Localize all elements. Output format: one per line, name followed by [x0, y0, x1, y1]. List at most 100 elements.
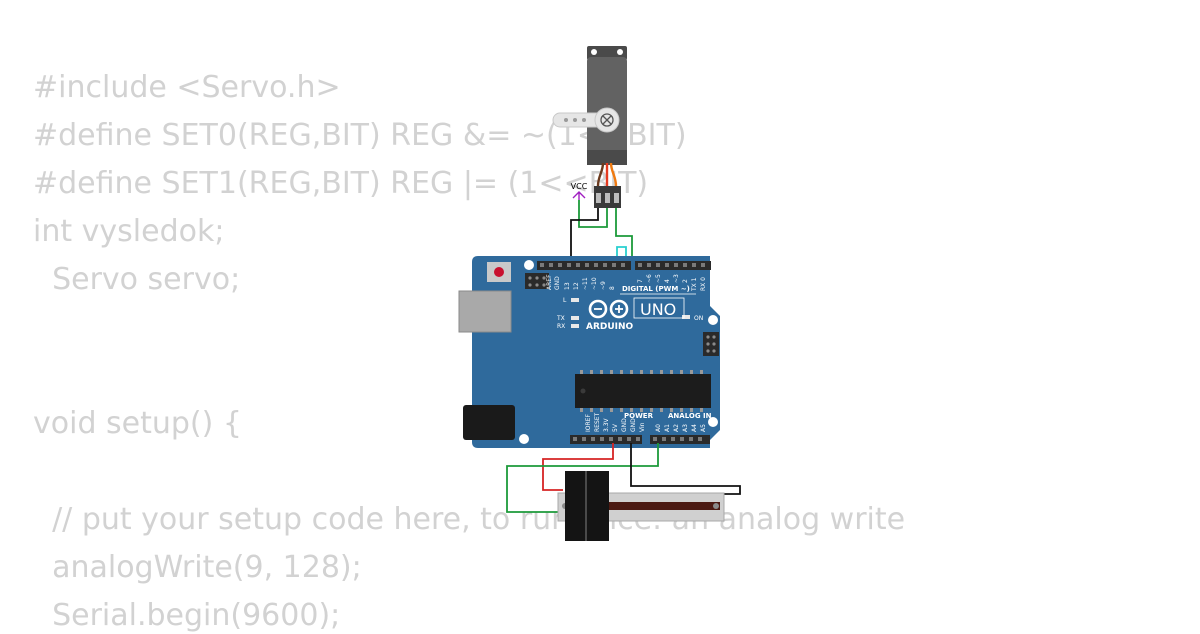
atmega-chip — [575, 374, 711, 408]
pin-label: A2 — [673, 424, 680, 432]
led-on — [682, 315, 690, 319]
servo-screw-icon — [600, 113, 614, 127]
code-line: analogWrite(9, 128); — [33, 550, 362, 585]
analog-pin-labels: A0 A1 A2 A3 A4 A5 — [655, 424, 707, 432]
led-rx — [571, 324, 579, 328]
digital-header — [537, 261, 711, 270]
pin-label: A3 — [682, 424, 689, 432]
servo-wire-brown — [596, 162, 605, 187]
chip-pins — [580, 370, 703, 412]
code-line: Serial.begin(9600); — [33, 598, 341, 633]
arduino-uno-board[interactable]: AREF GND 13 12 ~11 ~10 ~9 8 7 ~6 ~5 4 ~3… — [458, 256, 720, 448]
servo-motor[interactable] — [552, 46, 627, 208]
pin-label: 5V — [612, 423, 619, 432]
wire-a0-pot — [506, 443, 659, 513]
power-pin-labels: IOREF RESET 3.3V 5V GND GND Vin — [585, 412, 646, 432]
code-line: #include <Servo.h> — [33, 70, 341, 105]
board-brand: ARDUINO — [586, 322, 634, 332]
pin-label: 13 — [564, 282, 571, 290]
power-jack — [463, 405, 515, 440]
wire-servo-vcc — [578, 200, 608, 228]
power-header — [570, 435, 642, 444]
pot-track — [565, 502, 720, 510]
model-box — [633, 297, 685, 319]
servo-connector-pin — [614, 193, 619, 203]
pin-label: ~10 — [591, 277, 598, 290]
pin-label: A5 — [700, 424, 707, 432]
reset-button-cap — [494, 267, 504, 277]
digital-pwm-label: DIGITAL (PWM ~) — [622, 285, 690, 293]
board-model: UNO — [640, 300, 676, 319]
pin-label: A1 — [664, 424, 671, 432]
wire-gnd-pot — [630, 443, 741, 495]
pot-screw-icon — [713, 503, 719, 509]
digital-header-left — [537, 261, 631, 270]
icsp-pins-right — [706, 335, 716, 353]
vcc-label: VCC — [571, 182, 588, 191]
pin-label: A0 — [655, 424, 662, 432]
wire-5v-pot — [542, 443, 614, 491]
icsp-pins — [528, 276, 546, 287]
pin-label: ~9 — [600, 281, 607, 290]
pin-label: IOREF — [585, 414, 592, 432]
code-line: void setup() { — [33, 406, 242, 441]
led-on-label: ON — [694, 315, 703, 322]
pin-label: 12 — [573, 282, 580, 290]
pin-label: GND — [630, 418, 637, 432]
pin-label: 4 — [664, 279, 671, 283]
servo-connector-pin — [605, 193, 610, 203]
usb-port — [458, 290, 512, 333]
servo-wire-orange — [609, 162, 618, 187]
pin-label: ~3 — [673, 274, 680, 283]
wire-servo-signal — [615, 208, 633, 262]
analog-section-label: ANALOG IN — [668, 412, 712, 420]
mounting-hole — [708, 417, 718, 427]
pin-label: TX 1 — [691, 277, 698, 292]
pin-label: GND — [621, 418, 628, 432]
pin-label: 2 — [682, 279, 689, 283]
pin-label: A4 — [691, 424, 698, 432]
pin-label: RESET — [594, 412, 601, 432]
pin-label: AREF — [546, 274, 553, 290]
servo-horn-hole — [573, 118, 577, 122]
pin-label: RX 0 — [700, 277, 707, 291]
pin-label: ~11 — [582, 277, 589, 290]
code-line: #define SET0(REG,BIT) REG &= ~(1<<BIT) — [33, 118, 687, 153]
slide-potentiometer[interactable] — [557, 471, 725, 541]
code-line: #define SET1(REG,BIT) REG |= (1<<BIT) — [33, 166, 649, 201]
mounting-hole — [524, 260, 534, 270]
wire-servo-gnd — [570, 208, 599, 262]
led-l — [571, 298, 579, 302]
led-l-label: L — [563, 297, 567, 304]
pin-label: 7 — [637, 279, 644, 283]
servo-mount-tab — [587, 46, 627, 60]
led-tx — [571, 316, 579, 320]
servo-mount-hole — [591, 49, 597, 55]
digital-pin-labels: AREF GND 13 12 ~11 ~10 ~9 8 7 ~6 ~5 4 ~3… — [546, 274, 707, 292]
pin-label: GND — [554, 276, 561, 290]
pin-label: Vin — [639, 422, 646, 432]
power-section-label: POWER — [624, 412, 654, 420]
mounting-hole — [708, 315, 718, 325]
servo-connector-pin — [596, 193, 601, 203]
code-line: int vysledok; — [33, 214, 225, 249]
chip-notch — [580, 388, 586, 394]
servo-bottom — [587, 150, 627, 165]
arduino-logo-icon — [588, 299, 629, 319]
servo-horn-hole — [582, 118, 586, 122]
led-rx-label: RX — [557, 323, 565, 330]
vcc-arrow-icon — [572, 191, 586, 200]
wire-jumper-cyan — [616, 246, 627, 262]
servo-screw-cross-icon — [602, 115, 612, 125]
servo-horn-hole — [564, 118, 568, 122]
mounting-hole — [519, 434, 529, 444]
icsp-header-right — [703, 332, 719, 356]
vcc-symbol: VCC — [571, 182, 588, 200]
bottom-header-pins — [573, 437, 702, 441]
led-tx-label: TX — [556, 315, 565, 322]
digital-header-pins — [540, 263, 705, 267]
servo-mount-hole — [617, 49, 623, 55]
pin-label: 3.3V — [603, 417, 610, 432]
code-line: Servo servo; — [33, 262, 241, 297]
